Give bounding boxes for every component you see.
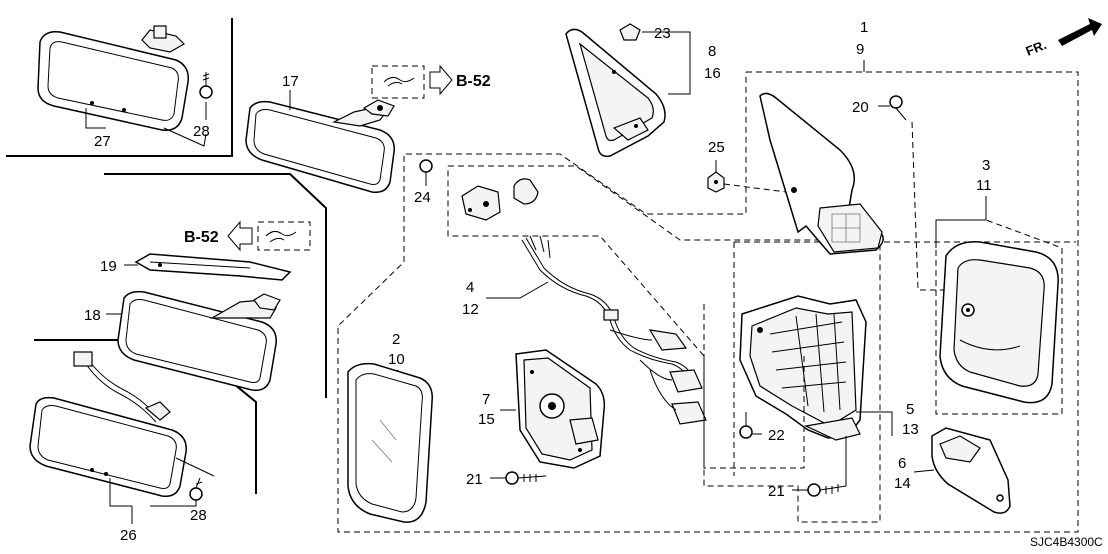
callout-25: 25 xyxy=(708,139,725,156)
callout-7: 7 xyxy=(482,391,490,408)
screw-22 xyxy=(739,412,753,439)
rearview-mirror-26 xyxy=(29,351,187,498)
callout-13: 13 xyxy=(902,421,919,438)
rearview-mirror-17 xyxy=(245,99,395,194)
callout-5: 5 xyxy=(906,401,914,418)
screw-21-left xyxy=(505,471,547,485)
callout-28-bottom: 28 xyxy=(190,507,207,524)
callout-28-top: 28 xyxy=(193,123,210,140)
callout-15: 15 xyxy=(478,411,495,428)
leader-6 xyxy=(913,469,935,473)
callout-21-left: 21 xyxy=(466,471,483,488)
leader-25b xyxy=(723,183,787,193)
screw-20 xyxy=(889,95,907,121)
mirror-housing-1 xyxy=(759,92,884,255)
callout-3: 3 xyxy=(982,157,990,174)
leader-8-23 xyxy=(642,31,691,95)
leader-20b xyxy=(911,121,946,291)
reference-label-top: B-52 xyxy=(456,73,491,90)
b52-reference-top xyxy=(371,64,453,99)
leader-3-11 xyxy=(935,196,987,248)
front-direction-arrow xyxy=(1058,18,1102,46)
catalog-code: SJC4B4300C xyxy=(1030,535,1103,549)
mirror-frame-5 xyxy=(739,295,867,441)
actuator-small-parts xyxy=(461,178,539,221)
callout-24: 24 xyxy=(414,189,431,206)
callout-11: 11 xyxy=(976,177,992,194)
rearview-mirror-27 xyxy=(37,25,189,131)
rearview-mirror-18 xyxy=(117,290,281,392)
screw-24 xyxy=(419,159,433,186)
cap-boundary xyxy=(935,219,1063,415)
callout-14: 14 xyxy=(894,475,911,492)
leader-4-12 xyxy=(486,281,549,299)
assembly-boundary xyxy=(337,71,1079,533)
callout-8: 8 xyxy=(708,43,716,60)
callout-4: 4 xyxy=(466,279,474,296)
clip-23 xyxy=(619,23,641,41)
screw-28-bottom xyxy=(189,477,203,501)
callout-2: 2 xyxy=(392,331,400,348)
mirror-motor-7 xyxy=(515,349,606,469)
leader-5-13 xyxy=(856,411,893,436)
screw-21-right xyxy=(807,483,847,497)
callout-10: 10 xyxy=(388,351,405,368)
mirror-glass-2 xyxy=(347,362,433,523)
callout-26: 26 xyxy=(120,527,137,544)
clip-25 xyxy=(707,171,725,193)
mirror-cover-6 xyxy=(931,427,1011,514)
callout-9: 9 xyxy=(856,41,864,58)
screw-28-top xyxy=(199,72,213,99)
callout-20: 20 xyxy=(852,99,869,116)
callout-22: 22 xyxy=(768,427,785,444)
callout-18: 18 xyxy=(84,307,101,324)
mirror-base-8 xyxy=(565,28,666,158)
wire-harness-4 xyxy=(521,235,707,425)
callout-17: 17 xyxy=(282,73,299,90)
direction-label: FR. xyxy=(1024,37,1049,59)
callout-16: 16 xyxy=(704,65,721,82)
b52-reference-left xyxy=(227,220,311,252)
callout-21-right: 21 xyxy=(768,483,785,500)
callout-12: 12 xyxy=(462,301,479,318)
leader-lines-26 xyxy=(109,457,215,507)
callout-23: 23 xyxy=(654,25,671,42)
callout-19: 19 xyxy=(100,258,117,275)
leader-lines-27 xyxy=(85,102,207,147)
callout-1: 1 xyxy=(860,19,868,36)
callout-27: 27 xyxy=(94,133,111,150)
harness-group xyxy=(703,304,805,469)
reference-label-left: B-52 xyxy=(184,229,219,246)
callout-6: 6 xyxy=(898,455,906,472)
skull-cap-3 xyxy=(939,241,1059,404)
mirror-cover-19 xyxy=(134,253,292,281)
